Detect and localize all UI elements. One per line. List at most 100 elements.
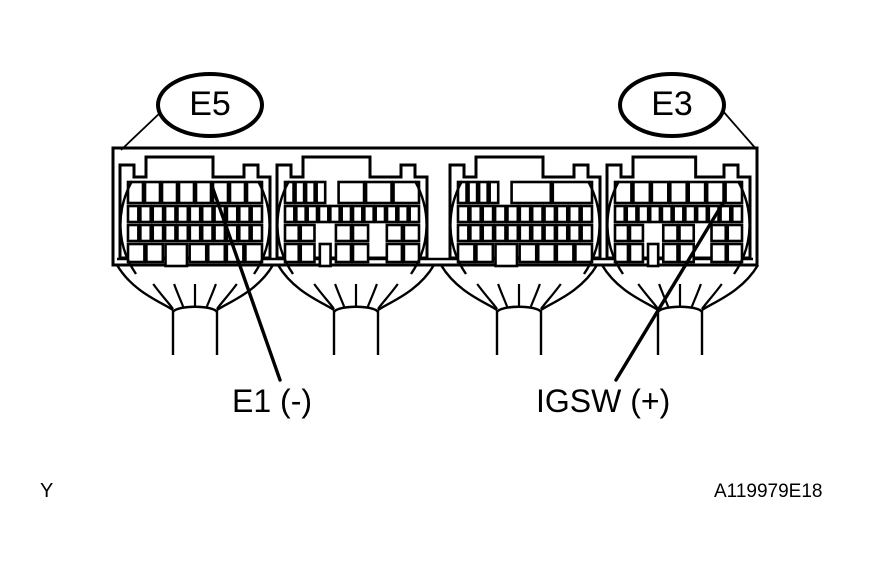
terminal-cavity xyxy=(518,242,538,264)
polarity-notch xyxy=(318,242,332,268)
terminal-cavity xyxy=(306,204,319,224)
callout-e1-leader xyxy=(210,184,282,382)
terminal-cavity xyxy=(518,204,532,224)
terminal-cavity xyxy=(250,204,264,224)
terminal-cavity xyxy=(678,223,696,243)
wire-strand xyxy=(540,283,562,310)
terminal-cavity xyxy=(188,204,202,224)
terminal-cavity xyxy=(244,242,264,264)
wire-bundles-group xyxy=(115,264,760,355)
terminal-cavity xyxy=(650,180,670,205)
terminal-cavity xyxy=(126,223,140,243)
terminal-cavity xyxy=(237,204,251,224)
terminal-cavity xyxy=(628,242,645,264)
seal-edge-left xyxy=(606,180,624,275)
terminal-cavity xyxy=(469,204,483,224)
bubble-e5-pointer xyxy=(120,110,163,151)
terminal-cavity xyxy=(628,223,645,243)
terminal-cavity xyxy=(385,242,404,264)
terminal-cavity xyxy=(580,223,594,243)
terminal-cavity xyxy=(456,242,476,264)
terminal-cavity xyxy=(613,223,630,243)
wire-strand xyxy=(497,283,510,310)
wire-sheath xyxy=(656,310,704,355)
terminal-cavity xyxy=(613,242,630,264)
terminal-cavity xyxy=(126,242,146,264)
wire-right xyxy=(216,264,275,312)
terminal-cavity xyxy=(672,204,685,224)
connector-1 xyxy=(118,155,272,275)
terminal-cavity xyxy=(374,204,387,224)
terminal-cavity xyxy=(668,180,689,205)
connector-3 xyxy=(448,155,602,275)
terminal-cavity xyxy=(707,204,720,224)
terminal-cavity xyxy=(684,204,697,224)
terminal-cavity xyxy=(126,180,145,205)
terminal-cavity xyxy=(334,242,353,264)
terminal-cavity xyxy=(530,223,544,243)
terminal-cavity xyxy=(139,204,153,224)
connector-blocks-group xyxy=(118,155,752,275)
terminal-cavity xyxy=(397,204,409,224)
terminal-cavity xyxy=(351,242,370,264)
terminal-cavity xyxy=(408,204,421,224)
terminal-cavity xyxy=(506,223,520,243)
terminal-cavity xyxy=(225,204,239,224)
wire-strand xyxy=(216,283,238,310)
wire-right xyxy=(377,264,436,312)
terminal-cavity xyxy=(567,204,581,224)
wire-left xyxy=(115,264,174,312)
terminal-cavity xyxy=(488,180,500,205)
terminal-cavity xyxy=(315,180,327,205)
terminal-cavity xyxy=(337,180,366,205)
terminal-cavity xyxy=(237,223,251,243)
terminal-cavity xyxy=(661,242,679,264)
wire-bundle-1 xyxy=(115,264,275,355)
terminal-cavity xyxy=(151,223,165,243)
bubble-e3-ellipse xyxy=(618,72,726,138)
bubble-e3: E3 xyxy=(618,72,726,138)
terminal-cavity xyxy=(695,204,709,224)
orientation-mark: Y xyxy=(40,480,53,502)
terminal-cavity xyxy=(469,223,483,243)
terminal-cavity xyxy=(719,204,732,224)
terminal-cavity xyxy=(477,180,489,205)
terminal-cavity xyxy=(687,180,707,205)
terminal-cavity xyxy=(580,204,594,224)
terminal-cavity xyxy=(143,180,162,205)
terminal-cavity xyxy=(574,242,594,264)
terminal-cavity xyxy=(139,223,153,243)
seal-edge-right xyxy=(733,180,751,275)
terminal-cavity xyxy=(726,223,744,243)
terminal-cavity xyxy=(250,223,264,243)
terminal-cavity xyxy=(317,204,330,224)
terminal-cavity xyxy=(551,180,594,205)
terminal-cavity xyxy=(710,223,728,243)
terminal-cavity xyxy=(402,223,421,243)
bubble-e5-label: E5 xyxy=(189,85,231,123)
wire-left xyxy=(600,264,659,312)
terminal-cavity xyxy=(536,242,557,264)
wire-strand xyxy=(313,283,335,310)
terminal-cavity xyxy=(530,204,544,224)
polarity-notch xyxy=(164,242,189,268)
wire-strand xyxy=(365,283,378,310)
terminal-cavity xyxy=(160,180,179,205)
terminal-cavity xyxy=(555,242,575,264)
callout-igsw-label: IGSW (+) xyxy=(536,383,670,419)
terminal-cavity xyxy=(506,204,520,224)
wire-strand xyxy=(637,283,659,310)
wire-strand xyxy=(476,283,498,310)
wire-bundle-4 xyxy=(600,264,760,355)
terminal-cavity xyxy=(194,180,213,205)
wire-sheath xyxy=(495,310,543,355)
sheath-cap xyxy=(171,305,219,313)
wire-strand xyxy=(377,283,399,310)
callout-igsw-leader xyxy=(614,201,725,382)
terminal-cavity xyxy=(299,242,316,264)
wire-bundle-3 xyxy=(439,264,599,355)
terminal-cavity xyxy=(177,180,196,205)
terminal-cavity xyxy=(294,180,306,205)
terminal-cavity xyxy=(334,223,353,243)
